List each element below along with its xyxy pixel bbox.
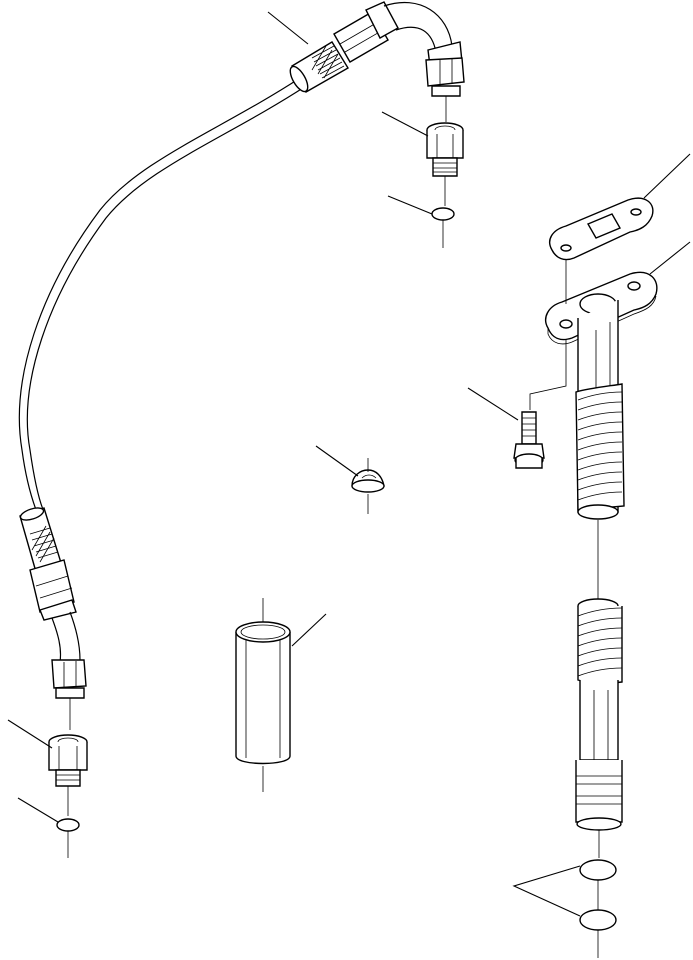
hose-end-upper (287, 2, 452, 94)
bolt (514, 412, 544, 468)
hose-end-lower (19, 506, 80, 662)
drain-tube-lower (576, 599, 622, 830)
leader-washer-upper (388, 196, 432, 214)
leader-hose (268, 12, 308, 44)
adapter-nut-lower (49, 735, 87, 786)
leader-bolt (468, 388, 518, 420)
gasket-upper (550, 198, 653, 259)
leader-flange (650, 242, 690, 274)
drain-tube-upper (576, 300, 624, 519)
leader-washer-lower (18, 798, 58, 822)
leader-nut-upper (382, 112, 428, 136)
leader-nut-lower (8, 720, 52, 748)
sleeve (236, 622, 290, 764)
flexible-hose (19, 78, 306, 515)
leader-o-rings (514, 866, 580, 916)
elbow-fitting (426, 42, 464, 96)
elbow-fitting-lower (52, 660, 86, 698)
washer-upper (432, 208, 454, 220)
leader-sleeve (292, 614, 326, 646)
washer-lower (57, 819, 79, 831)
o-ring-upper (580, 860, 616, 880)
leader-gasket (644, 154, 690, 198)
adapter-nut-upper (427, 123, 463, 176)
o-ring-lower (580, 910, 616, 930)
o-rings (580, 860, 616, 930)
leader-plug (316, 446, 358, 476)
plug (352, 470, 384, 492)
